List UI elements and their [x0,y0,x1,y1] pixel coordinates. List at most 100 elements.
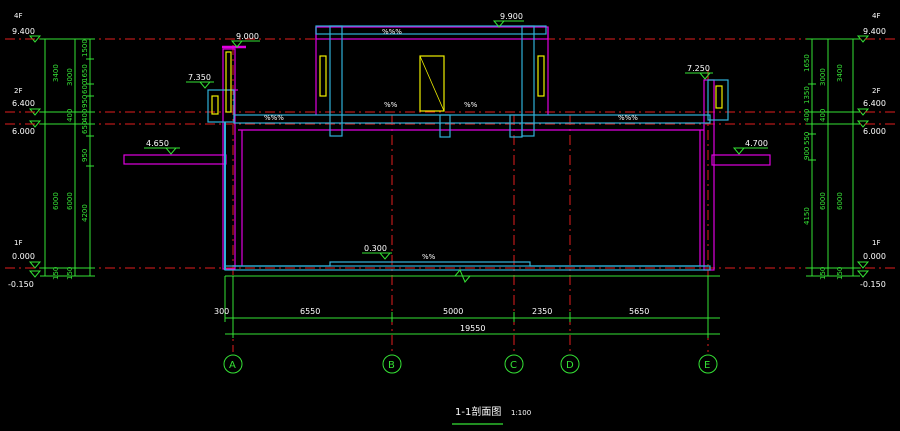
bottom-dim-2: 5000 [443,307,463,316]
elevation-triangle-icon [28,261,42,269]
left-dim-outer-2: 150 [52,267,60,280]
right-elevation-markers: 4F 9.400 2F 6.400 6.000 1F 0.000 -0.150 [856,12,886,289]
left-dimension-lines [40,38,95,277]
bottom-dim-4: 5650 [629,307,649,316]
axis-label-d: D [566,360,574,371]
mid-label-a: %% [384,101,398,109]
left-elevation-6400: 6.400 [12,99,35,108]
bottom-dim-1: 6550 [300,307,320,316]
roof-label: %%% [382,28,402,36]
elevation-triangle-icon [198,81,212,89]
right-dim-middle-3: 150 [819,267,827,280]
drawing-scale: 1:100 [511,409,531,417]
left-floor-label-4f: 4F [14,12,22,20]
right-dim-inner-4: 900 [803,147,811,160]
elevation-9900: 9.900 [500,12,523,21]
right-dim-outer-1: 6000 [836,192,844,210]
left-dim-inner-1: 1650 [81,64,89,82]
left-dim-middle-3: 150 [66,267,74,280]
left-parapet-wall [222,48,236,270]
right-dim-inner-1: 1350 [803,86,811,104]
bottom-dim-3: 2350 [532,307,552,316]
right-elevation-6400: 6.400 [863,99,886,108]
right-elevation-9400: 9.400 [863,27,886,36]
upper-roof-band [315,26,549,40]
elevation-triangle-icon [856,270,870,278]
beam-label-left: %%% [264,114,284,122]
upper-left-column [329,25,343,137]
bottom-dim-total: 19550 [460,324,485,333]
axis-bubble-d [560,354,580,374]
axis-bubble-e [698,354,718,374]
bottom-dim-0: 300 [214,307,229,316]
elevation-triangle-icon [732,147,746,155]
left-small-window [211,95,219,115]
right-elevation-minus-0150: -0.150 [860,280,886,289]
roof-slab [315,25,547,35]
left-dim-middle-1: 400 [66,109,74,122]
drawing-title-block: 1-1剖面图 1:100 [452,405,531,425]
left-elevation-minus-0150: -0.150 [8,280,34,289]
left-floor-label-1f: 1F [14,239,22,247]
left-elevation-9400: 9.400 [12,27,35,36]
axis-bubbles: A B C D E [223,354,718,374]
right-floor-label-2f: 2F [872,87,880,95]
left-elevation-6000: 6.000 [12,127,35,136]
bottom-dimension-lines [224,269,720,338]
right-dim-outer-0: 3400 [836,64,844,82]
right-elevation-0000: 0.000 [863,252,886,261]
axis-bubble-c [504,354,524,374]
ground-floor-slab [233,261,708,267]
upper-right-column [521,25,535,137]
elevation-7350: 7.350 [188,73,211,82]
axis-bubble-b [382,354,402,374]
left-small-volume [207,89,235,123]
right-dim-inner-0: 1650 [803,54,811,72]
elevation-triangle-icon [856,261,870,269]
elevation-4700: 4.700 [745,139,768,148]
level-lines [5,38,895,269]
axis-label-c: C [510,360,517,371]
second-floor-slab [233,114,711,124]
right-wall [703,79,715,271]
elevation-7250: 7.250 [687,64,710,73]
axis-label-a: A [229,360,236,371]
left-dim-inner-4: 400 [81,109,89,122]
right-dim-outer-2: 150 [836,267,844,280]
right-small-window [715,85,723,109]
right-canopy [711,154,771,166]
left-dim-middle-2: 6000 [66,192,74,210]
left-dim-middle-0: 3000 [66,68,74,86]
right-dim-middle-1: 400 [819,109,827,122]
axis-label-b: B [388,360,395,371]
left-dim-inner-3: 950 [81,95,89,108]
elevation-triangle-icon [28,270,42,278]
right-floor-label-1f: 1F [872,239,880,247]
left-dim-inner-5: 650 [81,121,89,134]
upper-left-window [319,55,327,97]
axis-label-e: E [704,360,710,371]
right-dim-middle-2: 6000 [819,192,827,210]
right-dim-middle-0: 3000 [819,68,827,86]
small-labels: %%% %%% %%% %% %% %% [264,28,638,261]
drawing-title: 1-1剖面图 [455,405,501,418]
mid-column-b [509,114,523,138]
mid-column-a [439,114,451,138]
left-dim-inner-2: 600 [81,81,89,94]
elevation-triangle-icon [378,252,392,260]
left-elevation-markers: 4F 9.400 2F 6.400 6.000 1F 0.000 -0.150 [8,12,42,289]
right-dim-inner-5: 4150 [803,207,811,225]
right-dim-inner-3: 550 [803,132,811,145]
right-dimension-texts: 1650 1350 400 550 900 4150 3000 400 6000… [803,54,844,280]
right-elevation-6000: 6.000 [863,127,886,136]
inner-elevation-markers: 9.000 9.900 7.350 7.250 4.650 4.700 0.30… [144,12,768,260]
left-dim-inner-0: 1500 [81,39,89,57]
elevation-triangle-icon [164,147,178,155]
building-walls [123,26,771,271]
left-canopy [123,154,227,165]
right-floor-label-4f: 4F [872,12,880,20]
upper-right-window [537,55,545,97]
left-elevation-0000: 0.000 [12,252,35,261]
right-dimension-lines [806,38,860,277]
